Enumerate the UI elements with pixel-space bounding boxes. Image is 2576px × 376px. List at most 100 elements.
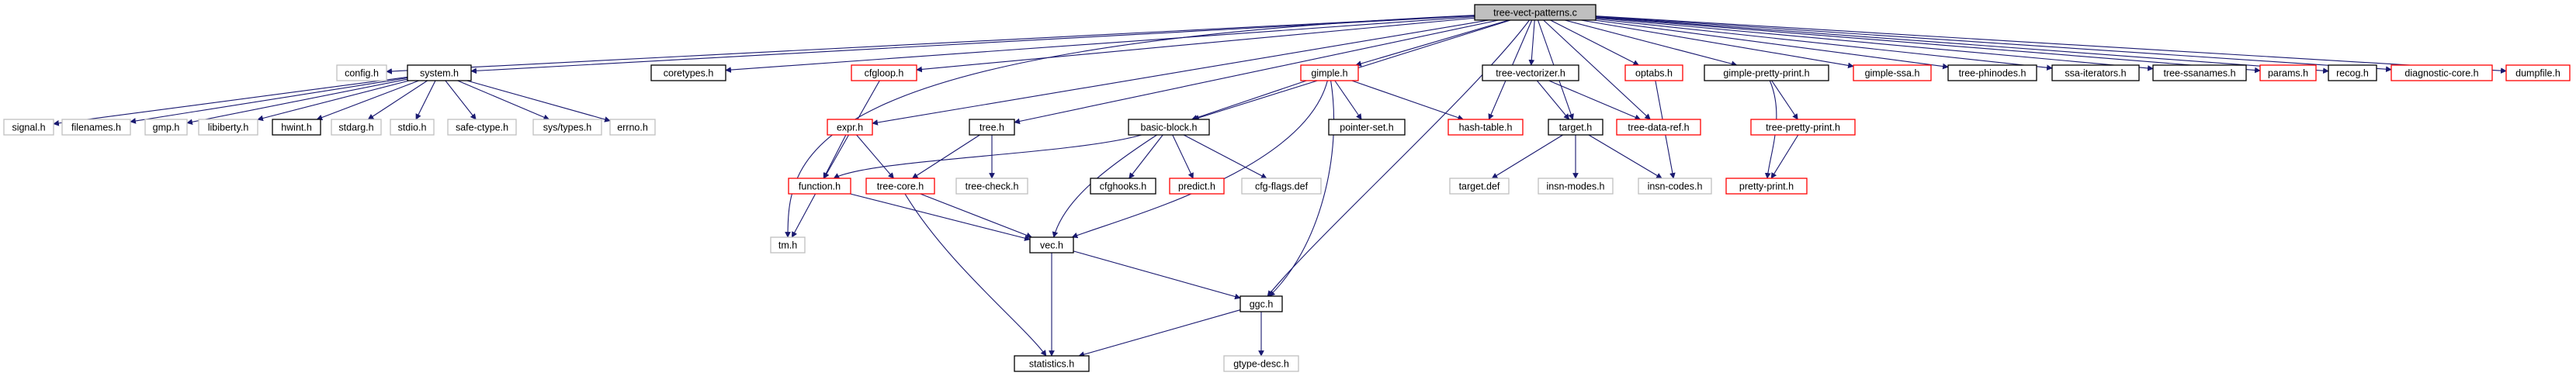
node-box xyxy=(144,119,188,136)
node-tree-pretty-print-h[interactable]: tree-pretty-print.h xyxy=(1750,119,1856,136)
node-label: tree-vectorizer.h xyxy=(1496,68,1565,79)
node-label: config.h xyxy=(345,68,379,79)
node-box xyxy=(1474,4,1597,21)
node-dumpfile-h[interactable]: dumpfile.h xyxy=(2505,64,2571,81)
node-gimple-pretty-print-h[interactable]: gimple-pretty-print.h xyxy=(1704,64,1829,81)
node-tm-h: tm.h xyxy=(770,236,806,254)
node-coretypes-h[interactable]: coretypes.h xyxy=(650,64,726,81)
node-insn-codes-h: insn-codes.h xyxy=(1638,178,1712,195)
node-ssa-iterators-h[interactable]: ssa-iterators.h xyxy=(2051,64,2140,81)
node-target-def: target.def xyxy=(1449,178,1510,195)
node-tree-h[interactable]: tree.h xyxy=(969,119,1015,136)
node-box xyxy=(532,119,602,136)
edge-basic-block-h-to-function-h xyxy=(833,134,1142,179)
node-vec-h[interactable]: vec.h xyxy=(1029,236,1074,254)
node-stdarg-h: stdarg.h xyxy=(331,119,382,136)
node-box xyxy=(61,119,131,136)
node-label: predict.h xyxy=(1178,181,1215,192)
node-box xyxy=(1624,64,1683,81)
edge-tree-vect-patterns-c-to-tree-ssanames-h xyxy=(1595,17,2154,71)
node-box xyxy=(1029,236,1074,254)
node-tree-data-ref-h[interactable]: tree-data-ref.h xyxy=(1616,119,1701,136)
node-system-h[interactable]: system.h xyxy=(407,64,472,81)
edge-system-h-to-filenames-h xyxy=(130,77,408,124)
node-predict-h[interactable]: predict.h xyxy=(1169,178,1225,195)
node-box xyxy=(336,64,387,81)
edge-gimple-h-to-basic-block-h xyxy=(1191,80,1307,121)
edge-system-h-to-signal-h xyxy=(53,76,408,126)
node-box xyxy=(1638,178,1712,195)
node-label: gmp.h xyxy=(153,122,180,133)
edge-gimple-h-to-ggc-h xyxy=(1268,80,1335,297)
node-box xyxy=(2391,64,2493,81)
node-recog-h[interactable]: recog.h xyxy=(2328,64,2377,81)
node-label: hash-table.h xyxy=(1459,122,1513,133)
node-box xyxy=(1447,119,1524,136)
edge-tree-vect-patterns-c-to-tm-h xyxy=(785,15,1475,238)
node-gimple-h[interactable]: gimple.h xyxy=(1300,64,1359,81)
edge-ggc-h-to-statistics-h xyxy=(1078,309,1241,357)
node-function-h[interactable]: function.h xyxy=(788,178,851,195)
node-hwint-h[interactable]: hwint.h xyxy=(272,119,321,136)
edge-tree-vect-patterns-c-to-ssa-iterators-h xyxy=(1595,18,2053,71)
node-box xyxy=(1169,178,1225,195)
edge-tree-vectorizer-h-to-target-h xyxy=(1536,80,1570,120)
node-box xyxy=(447,119,517,136)
edge-tree-h-to-tree-core-h xyxy=(911,134,980,179)
header-nodes: tree-vect-patterns.c config.h system.h core… xyxy=(3,4,2571,372)
edge-gimple-h-to-hash-table-h xyxy=(1351,80,1465,121)
edge-system-h-to-libiberty-h xyxy=(257,80,410,122)
node-target-h[interactable]: target.h xyxy=(1548,119,1603,136)
node-tree-core-h[interactable]: tree-core.h xyxy=(865,178,935,195)
node-box xyxy=(851,64,917,81)
node-label: vec.h xyxy=(1040,240,1063,251)
node-label: hwint.h xyxy=(281,122,312,133)
node-gtype-desc-h: gtype-desc.h xyxy=(1223,355,1299,372)
node-box xyxy=(1704,64,1829,81)
node-box xyxy=(1223,355,1299,372)
node-box xyxy=(2505,64,2571,81)
node-ggc-h[interactable]: ggc.h xyxy=(1239,295,1283,312)
node-basic-block-h[interactable]: basic-block.h xyxy=(1128,119,1210,136)
node-label: coretypes.h xyxy=(664,68,714,79)
node-gimple-ssa-h[interactable]: gimple-ssa.h xyxy=(1853,64,1932,81)
node-tree-ssanames-h[interactable]: tree-ssanames.h xyxy=(2152,64,2247,81)
node-box xyxy=(1241,178,1322,195)
edge-basic-block-h-to-predict-h xyxy=(1172,134,1194,179)
node-tree-phinodes-h[interactable]: tree-phinodes.h xyxy=(1947,64,2037,81)
node-label: errno.h xyxy=(617,122,648,133)
node-label: statistics.h xyxy=(1029,359,1074,370)
node-sys-types-h: sys/types.h xyxy=(532,119,602,136)
node-label: recog.h xyxy=(2336,68,2369,79)
node-tree-vect-patterns-c: tree-vect-patterns.c xyxy=(1474,4,1597,21)
node-pointer-set-h[interactable]: pointer-set.h xyxy=(1328,119,1406,136)
edge-gimple-pretty-print-h-to-tree-pretty-print-h xyxy=(1771,80,1798,120)
node-params-h[interactable]: params.h xyxy=(2259,64,2317,81)
node-pretty-print-h[interactable]: pretty-print.h xyxy=(1725,178,1808,195)
node-optabs-h[interactable]: optabs.h xyxy=(1624,64,1683,81)
edge-gimple-h-to-vec-h xyxy=(1071,80,1328,239)
edge-tree-core-h-to-statistics-h xyxy=(904,193,1047,357)
edge-tree-vect-patterns-c-to-gimple-ssa-h xyxy=(1580,19,1854,69)
edge-basic-block-h-to-cfghooks-h xyxy=(1129,134,1163,179)
node-label: tree-ssanames.h xyxy=(2163,68,2235,79)
node-label: filenames.h xyxy=(71,122,121,133)
edge-basic-block-h-to-cfg-flags-def xyxy=(1183,134,1267,179)
node-tree-vectorizer-h[interactable]: tree-vectorizer.h xyxy=(1482,64,1579,81)
node-label: optabs.h xyxy=(1635,68,1673,79)
node-box xyxy=(1548,119,1603,136)
node-label: ggc.h xyxy=(1250,299,1274,310)
node-diagnostic-core-h[interactable]: diagnostic-core.h xyxy=(2391,64,2493,81)
node-cfghooks-h[interactable]: cfghooks.h xyxy=(1090,178,1156,195)
edge-tree-vect-patterns-c-to-dumpfile-h xyxy=(1595,16,2507,74)
node-label: cfgloop.h xyxy=(865,68,904,79)
node-hash-table-h[interactable]: hash-table.h xyxy=(1447,119,1524,136)
node-label: dumpfile.h xyxy=(2515,68,2560,79)
node-expr-h[interactable]: expr.h xyxy=(827,119,873,136)
edge-tree-vect-patterns-c-to-gimple-h xyxy=(1355,19,1510,67)
node-box xyxy=(865,178,935,195)
node-box xyxy=(788,178,851,195)
node-statistics-h[interactable]: statistics.h xyxy=(1014,355,1090,372)
node-cfgloop-h[interactable]: cfgloop.h xyxy=(851,64,917,81)
node-tree-check-h: tree-check.h xyxy=(955,178,1028,195)
